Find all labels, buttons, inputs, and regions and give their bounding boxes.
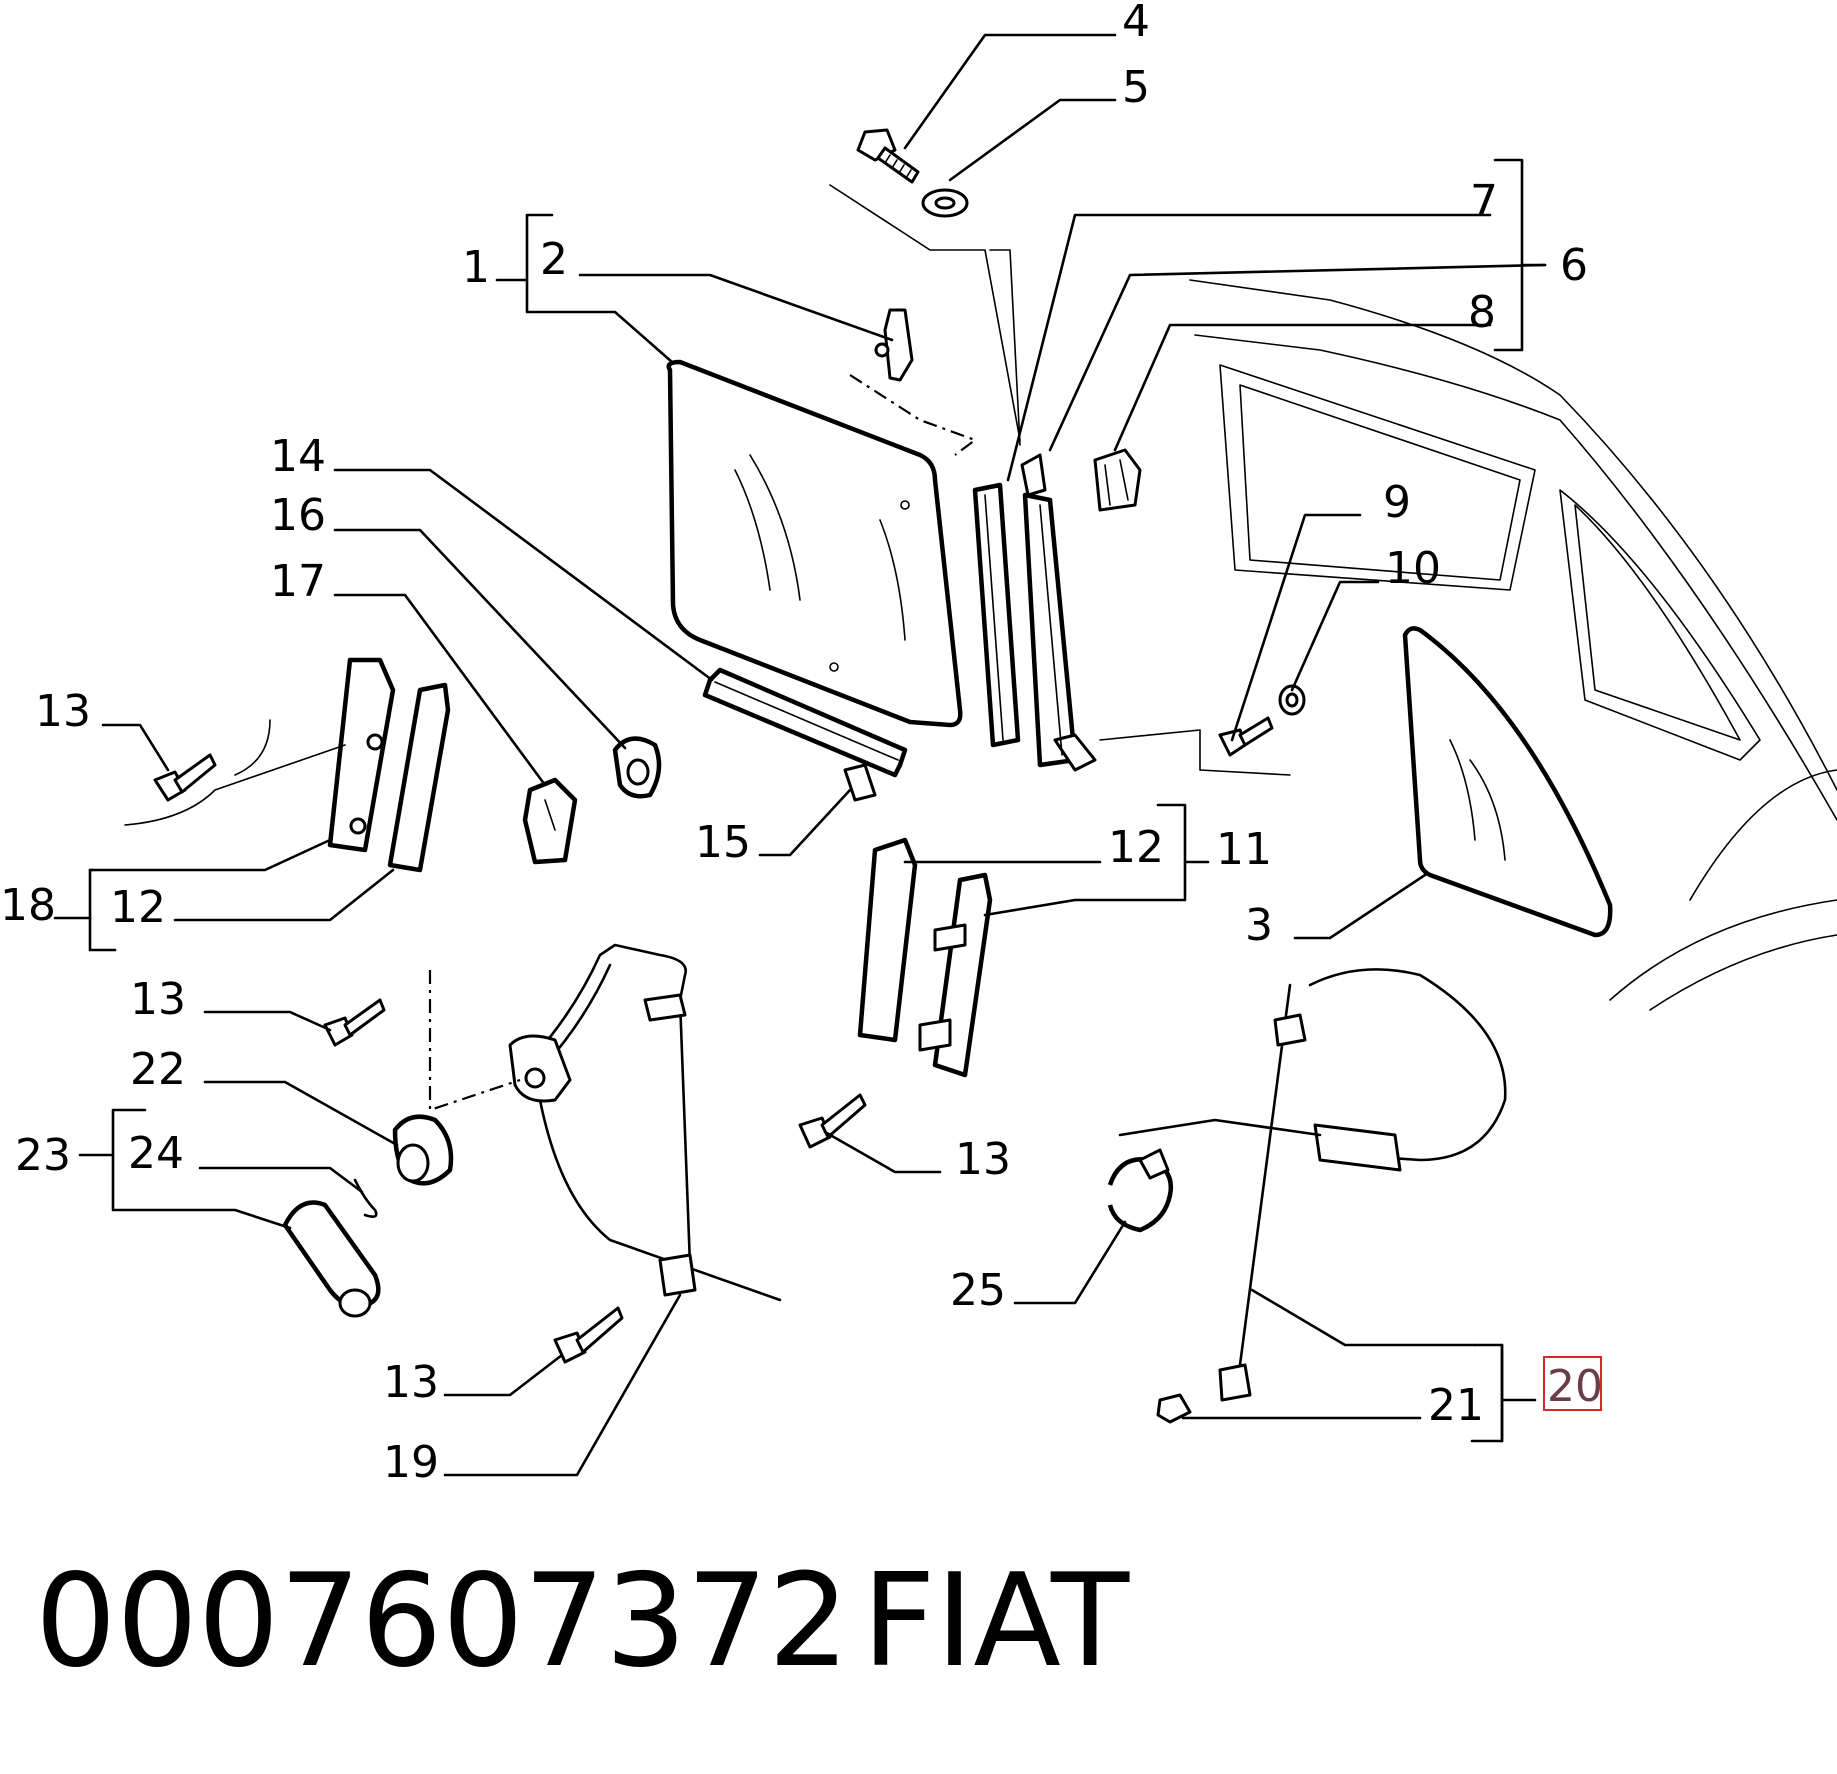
callout-13-b: 13 bbox=[130, 974, 186, 1025]
clamp-25 bbox=[1107, 1148, 1174, 1233]
wire-left bbox=[124, 744, 346, 826]
bracket-9-10 bbox=[1099, 729, 1291, 776]
bolt-13-a bbox=[153, 753, 217, 802]
clip-24 bbox=[353, 1178, 378, 1218]
quarter-glass-3 bbox=[1402, 626, 1613, 938]
washer-5 bbox=[921, 188, 969, 218]
crank-handle-23 bbox=[282, 1200, 381, 1318]
callout-12-right: 12 bbox=[1108, 822, 1164, 873]
bolt-4 bbox=[856, 128, 920, 184]
guide-rail-12-right bbox=[857, 837, 918, 1043]
seal-7 bbox=[972, 482, 1021, 748]
plate-17 bbox=[522, 777, 578, 865]
screw-9 bbox=[1218, 716, 1274, 757]
car-body-outline bbox=[1189, 279, 1837, 1011]
callout-13-c: 13 bbox=[955, 1134, 1011, 1185]
guide-rail-11 bbox=[918, 872, 993, 1078]
channel-14 bbox=[702, 667, 908, 778]
callout-7: 7 bbox=[1470, 176, 1498, 227]
dash-line-22 bbox=[428, 970, 521, 1112]
leader-bolt bbox=[829, 184, 1021, 441]
part-number: 0007607372 bbox=[35, 1547, 849, 1696]
bracket-16 bbox=[612, 736, 662, 799]
regulator-20 bbox=[1118, 968, 1507, 1402]
callout-3: 3 bbox=[1245, 900, 1273, 951]
callout-13-a: 13 bbox=[35, 686, 91, 737]
callout-19: 19 bbox=[383, 1437, 439, 1488]
callout-8: 8 bbox=[1468, 287, 1496, 338]
clip-15 bbox=[843, 763, 877, 802]
callout-6: 6 bbox=[1560, 240, 1588, 291]
leader-lines bbox=[53, 33, 1547, 1477]
bolt-21 bbox=[1156, 1393, 1192, 1424]
regulator-19 bbox=[508, 943, 782, 1302]
callout-11: 11 bbox=[1216, 824, 1272, 875]
brand-name: FIAT bbox=[862, 1547, 1130, 1696]
callout-17: 17 bbox=[270, 556, 326, 607]
callout-9: 9 bbox=[1383, 477, 1411, 528]
wire-left-2 bbox=[234, 719, 271, 776]
door-glass bbox=[666, 359, 963, 728]
callout-20-highlight bbox=[1543, 1356, 1602, 1411]
glass-clip bbox=[849, 308, 978, 456]
callout-23: 23 bbox=[15, 1130, 71, 1181]
callout-12-left: 12 bbox=[110, 882, 166, 933]
bush-22 bbox=[392, 1114, 454, 1186]
callout-20: 20 bbox=[1547, 1361, 1603, 1412]
callout-14: 14 bbox=[270, 431, 326, 482]
callout-5: 5 bbox=[1122, 62, 1150, 113]
callout-25: 25 bbox=[950, 1265, 1006, 1316]
dash-line-6 bbox=[989, 249, 1021, 446]
callout-16: 16 bbox=[270, 490, 326, 541]
callout-2: 2 bbox=[540, 234, 568, 285]
callout-13-d: 13 bbox=[383, 1357, 439, 1408]
callout-10: 10 bbox=[1385, 543, 1441, 594]
clip-8 bbox=[1093, 448, 1142, 512]
callout-21: 21 bbox=[1428, 1380, 1484, 1431]
callout-4: 4 bbox=[1122, 0, 1150, 47]
callout-22: 22 bbox=[130, 1044, 186, 1095]
guide-rail-12-left bbox=[387, 682, 451, 873]
callout-24: 24 bbox=[128, 1128, 184, 1179]
callout-1: 1 bbox=[462, 242, 490, 293]
guide-rail-18 bbox=[327, 657, 396, 853]
callout-18: 18 bbox=[0, 880, 56, 931]
seal-6 bbox=[1020, 453, 1097, 772]
callouts: 4 5 7 1 2 6 8 14 9 16 10 17 13 15 12 11 … bbox=[0, 0, 1603, 1488]
bolt-13-d bbox=[553, 1306, 624, 1364]
bolt-13-c bbox=[798, 1093, 867, 1149]
washer-10 bbox=[1278, 684, 1306, 716]
callout-15: 15 bbox=[695, 817, 751, 868]
bolt-13-b bbox=[323, 998, 386, 1047]
